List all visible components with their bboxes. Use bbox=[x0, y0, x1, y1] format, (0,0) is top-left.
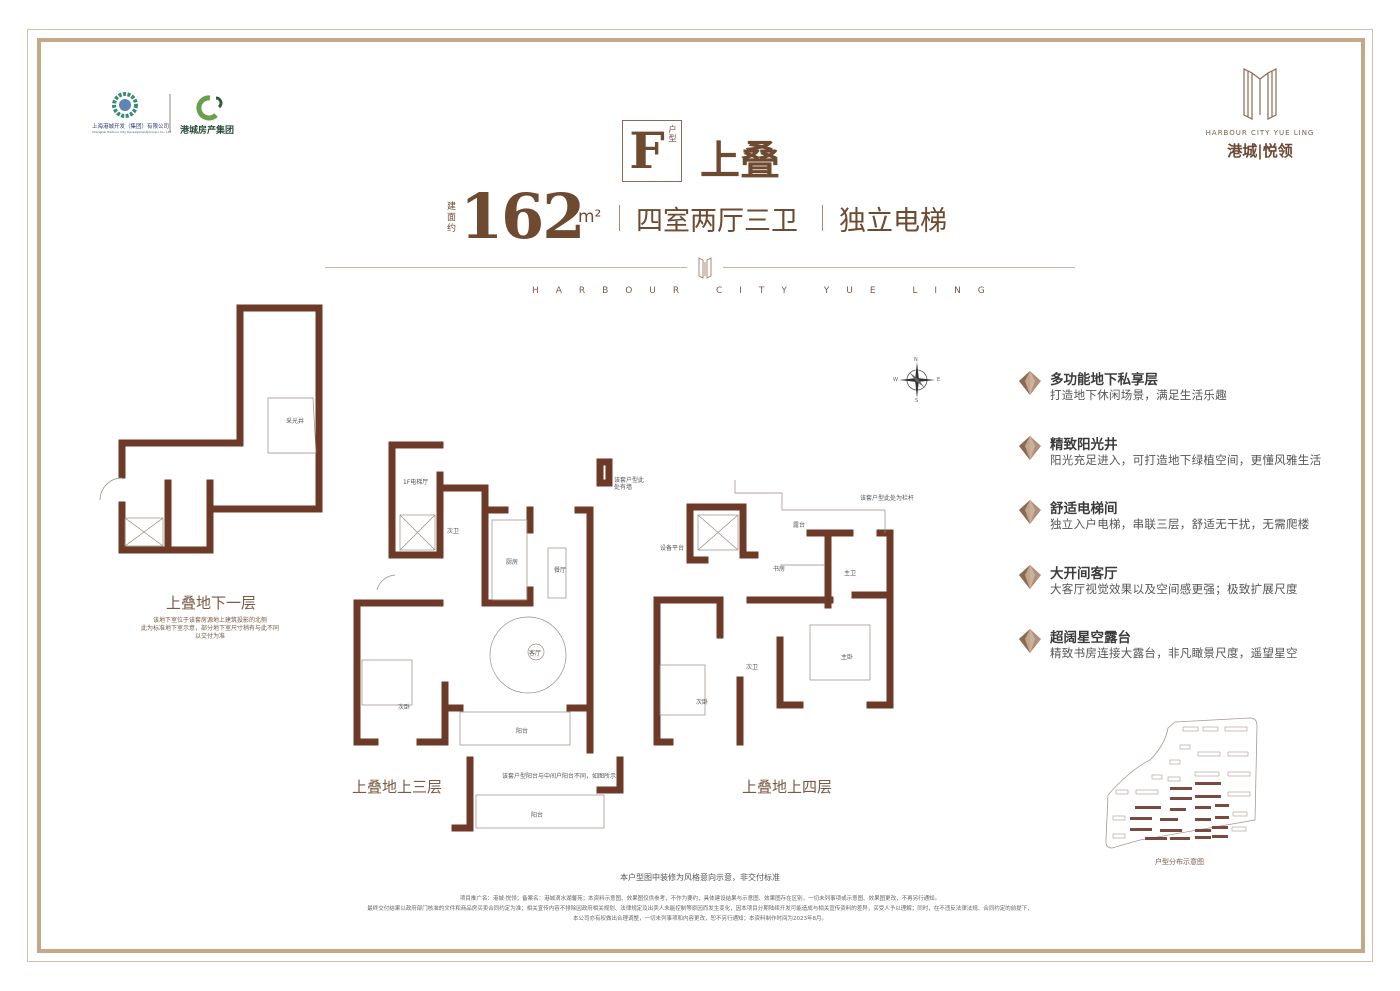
room-label: 主卧 bbox=[841, 654, 854, 661]
unit-type-label: 户型 bbox=[668, 125, 677, 143]
master-bed bbox=[809, 624, 871, 681]
room-label: 1F电梯厅 bbox=[403, 479, 429, 486]
feature-item: 超阔星空露台精致书房连接大露台，非凡瞰景尺度，遥望星空 bbox=[1018, 626, 1338, 666]
round-rug bbox=[489, 616, 567, 694]
room-layout: 四室两厅三卫 bbox=[636, 206, 798, 237]
feature-item: 精致阳光井阳光充足进入，可打造地下绿植空间，更懂风雅生活 bbox=[1018, 433, 1338, 473]
feature-description: 精致书房连接大露台，非凡瞰景尺度，遥望星空 bbox=[1050, 646, 1298, 660]
inner-frame bbox=[37, 38, 1365, 953]
divider-right bbox=[723, 267, 1075, 268]
separator bbox=[619, 205, 620, 231]
room-label: 书房 bbox=[773, 566, 786, 573]
compass-west: W bbox=[893, 377, 898, 383]
separator bbox=[822, 205, 823, 231]
fourth-floor-title: 上叠地上四层 bbox=[742, 778, 833, 796]
project-brand: HARBOUR CITY YUE LING 港城|悦领 bbox=[1205, 65, 1315, 161]
outer-frame bbox=[27, 29, 1373, 962]
plan-note: 该套户型阳台与中间户阳台不同，如图所示 bbox=[502, 773, 617, 780]
room-label: 次卧 bbox=[398, 704, 411, 711]
feature-description: 阳光充足进入，可打造地下绿植空间，更懂风雅生活 bbox=[1050, 452, 1322, 467]
room-label: 餐厅 bbox=[554, 567, 567, 574]
feature-title: 精致阳光井 bbox=[1050, 436, 1118, 453]
fourth-floor-walls bbox=[653, 503, 894, 746]
room-label: 次卫 bbox=[447, 528, 460, 535]
elevator-feature: 独立电梯 bbox=[839, 206, 947, 237]
unit-type-letter: F bbox=[629, 121, 665, 180]
room-label: 客厅 bbox=[529, 650, 542, 657]
unit-type-name: 上叠 bbox=[700, 137, 780, 184]
basement-note: 此为标准地下室示意，部分地下室尺寸稍有与此不同 bbox=[140, 625, 279, 632]
legal-line: 项目推广名：港城·悦领；备案名：港城滴水湖馨苑；本资料示意图、效果图仅供参考，不… bbox=[459, 896, 941, 902]
plan-note: 该套户型此处为栏杆 bbox=[860, 495, 915, 502]
room-label: 次卧 bbox=[696, 699, 709, 706]
plan-note: 该套户型此处有墙 bbox=[614, 477, 645, 491]
compass-north: N bbox=[914, 357, 918, 363]
feature-title: 多功能地下私享层 bbox=[1050, 372, 1158, 388]
room-label: 设备平台 bbox=[660, 545, 685, 552]
unit-type-badge: F 户型 bbox=[622, 120, 682, 182]
diamond-icon bbox=[1019, 629, 1041, 653]
dining-table bbox=[547, 547, 567, 599]
basement-title: 上叠地下一层 bbox=[166, 594, 257, 612]
feature-item: 多功能地下私享层打造地下休闲场景，满足生活乐趣 bbox=[1018, 368, 1338, 408]
room-label: 阳台 bbox=[531, 812, 544, 819]
developer-logo-icon bbox=[112, 92, 223, 132]
compass-east: E bbox=[937, 377, 941, 383]
diamond-icon bbox=[1019, 371, 1041, 395]
developer-name-en: Shanghai Harbour City Development(Group)… bbox=[92, 130, 173, 134]
feature-description: 独立入户电梯，串联三层，舒适无干扰，无需爬楼 bbox=[1050, 517, 1310, 531]
room-label: 阳台 bbox=[516, 728, 529, 735]
feature-item: 大开间客厅大客厅视觉效果以及空间感更强；极致扩展尺度 bbox=[1018, 562, 1338, 602]
site-map-caption: 户型分布示意图 bbox=[1155, 858, 1204, 866]
brand-english: HARBOUR CITY YUE LING bbox=[1205, 129, 1315, 137]
compass-south: S bbox=[915, 398, 919, 404]
group-name: 港城房产集团 bbox=[180, 126, 235, 136]
bed-third bbox=[361, 659, 413, 706]
basement-notes: 该地下室位于该套房源地上建筑投影的北侧 此为标准地下室示意，部分地下室尺寸稍有与… bbox=[135, 617, 285, 641]
room-label: 厨房 bbox=[506, 559, 519, 566]
legal-line: 本公司亦有权做出合理调整，一切未列事项和内容更改，恕不另行通知；本资料制作时间为… bbox=[573, 916, 827, 922]
room-label: 主卫 bbox=[844, 570, 857, 577]
feature-description: 打造地下休闲场景，满足生活乐趣 bbox=[1050, 388, 1227, 402]
basement-note: 该地下室位于该套房源地上建筑投影的北侧 bbox=[152, 617, 267, 624]
decoration-disclaimer: 本户型图中装修为风格意向示意，非交付标准 bbox=[620, 873, 780, 882]
room-label: 次卫 bbox=[746, 664, 759, 671]
site-distribution-map bbox=[1105, 717, 1258, 849]
diamond-icon bbox=[1019, 500, 1041, 524]
developer-name: 上海港城开发（集团）有限公司 bbox=[92, 124, 170, 130]
area-unit: m² bbox=[578, 207, 602, 227]
feature-title: 超阔星空露台 bbox=[1050, 630, 1131, 646]
divider-emblem-icon bbox=[698, 257, 712, 279]
diamond-icon bbox=[1019, 435, 1041, 460]
area-value: 162 bbox=[460, 180, 585, 253]
feature-title: 舒适电梯间 bbox=[1050, 501, 1118, 517]
feature-item: 舒适电梯间独立入户电梯，串联三层，舒适无干扰，无需爬楼 bbox=[1018, 497, 1338, 537]
feature-description: 大客厅视觉效果以及空间感更强；极致扩展尺度 bbox=[1050, 581, 1298, 596]
tagline: HARBOUR CITY YUE LING bbox=[532, 286, 1002, 296]
legal-line: 最终交付结果以政府部门核准的文件和商品房买卖合同约定为准；相关宣传内容不排除因政… bbox=[367, 906, 1033, 912]
brand-chinese: 港城|悦领 bbox=[1227, 142, 1293, 160]
terrace-railing bbox=[734, 480, 886, 533]
third-floor-walls bbox=[353, 441, 624, 832]
diamond-icon bbox=[1019, 564, 1041, 589]
basement-note: 以交付为准 bbox=[194, 633, 225, 640]
elevator-shaft bbox=[124, 517, 164, 547]
room-label: 露台 bbox=[793, 522, 806, 529]
area-label: 建面约 bbox=[447, 202, 457, 234]
compass-icon bbox=[899, 362, 935, 398]
brand-logo-icon bbox=[1243, 68, 1277, 120]
third-floor-title: 上叠地上三层 bbox=[352, 778, 443, 796]
bed-fourth bbox=[659, 664, 706, 716]
basement-walls bbox=[118, 304, 323, 554]
feature-title: 大开间客厅 bbox=[1050, 565, 1118, 582]
light-well-outline bbox=[267, 397, 317, 454]
divider-left bbox=[325, 267, 687, 268]
developer-logos: 上海港城开发（集团）有限公司 Shanghai Harbour City Dev… bbox=[92, 92, 252, 137]
room-label: 采光井 bbox=[286, 418, 305, 425]
